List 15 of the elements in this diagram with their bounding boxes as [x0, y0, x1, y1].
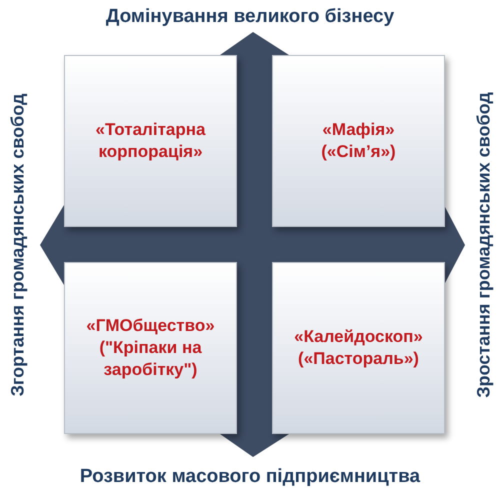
quadrant-label: ("Кріпаки на заробітку") [98, 337, 203, 381]
quadrant-box [64, 262, 237, 434]
quadrant-label: («Пастораль») [298, 348, 419, 370]
quadrant-label: «Тоталітарна корпорація» [94, 119, 206, 163]
quadrant-label: («Сім’я») [321, 141, 396, 163]
axis-label: Зростання громадянських свобод [472, 92, 494, 398]
axis-title: Домінування великого бізнесу [104, 5, 396, 29]
quadrant-label: «Калейдоскоп» [294, 326, 423, 348]
quadrant-box [272, 262, 445, 434]
quadrant-box [64, 55, 237, 227]
quadrant-label: «ГМОбщество» [86, 315, 215, 337]
axis-label: Розвиток масового підприємництва [78, 465, 422, 489]
quadrant-box [272, 55, 445, 227]
axis-label: Згортання громадянських свобод [6, 94, 28, 396]
quadrant-label: «Мафія» [322, 119, 395, 141]
